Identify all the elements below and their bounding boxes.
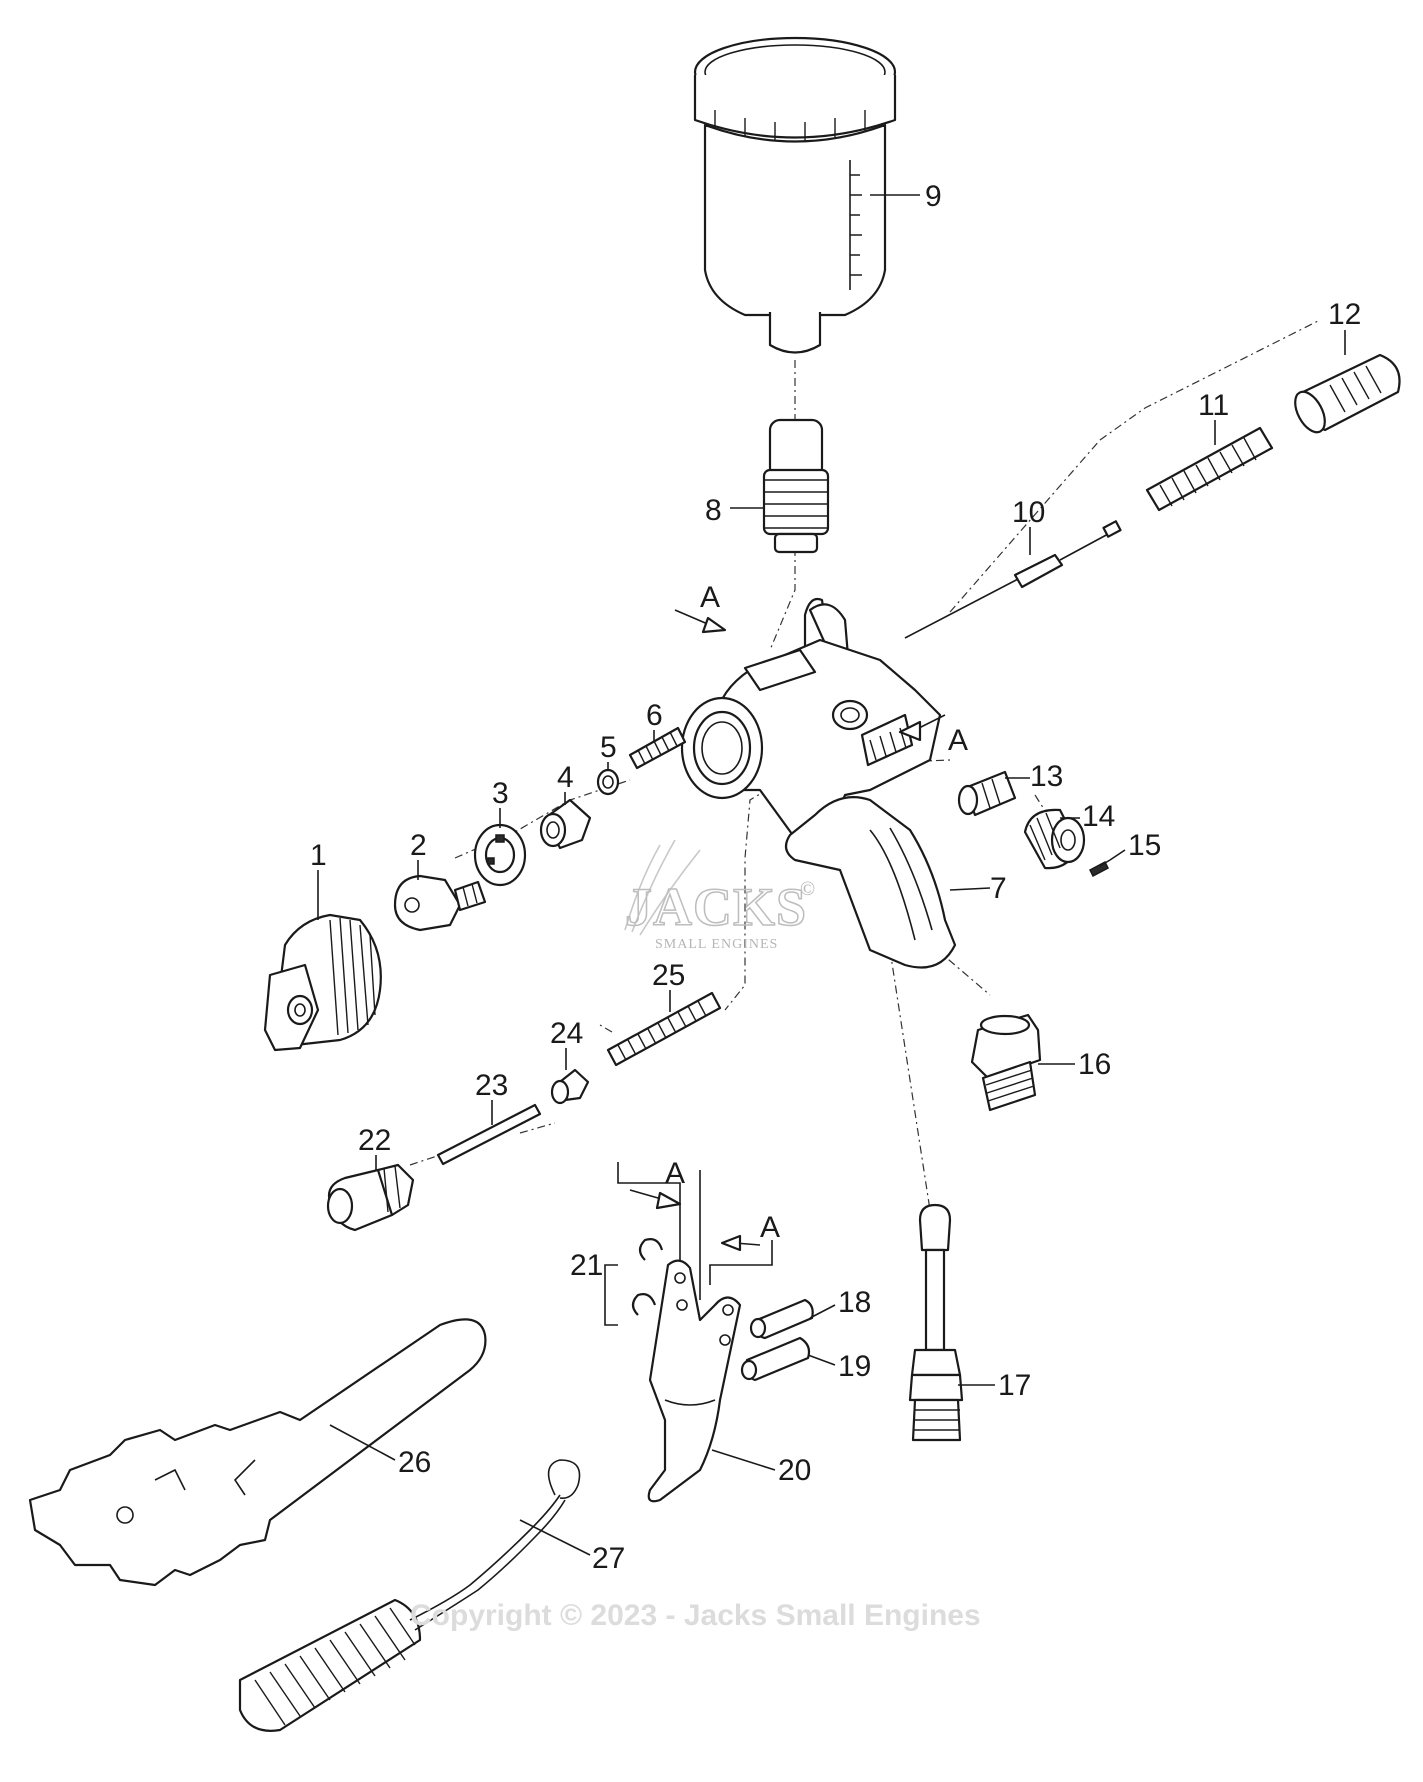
label-5: 5 <box>600 731 617 764</box>
spring <box>628 726 687 770</box>
watermark-logo: JACKS SMALL ENGINES © <box>624 839 816 952</box>
label-2: 2 <box>410 829 427 862</box>
air-inlet-nipple <box>970 1013 1042 1112</box>
tube-adapter <box>908 1203 964 1442</box>
watermark-logo-text: JACKS <box>625 877 807 937</box>
trigger-pin-19 <box>740 1336 811 1382</box>
watermark-logo-subtext: SMALL ENGINES <box>655 937 778 952</box>
gun-body <box>680 597 957 969</box>
trigger-pin-18 <box>749 1298 814 1340</box>
label-3: 3 <box>492 777 509 810</box>
label-10: 10 <box>1012 496 1045 529</box>
air-cap <box>263 913 382 1052</box>
nozzle-insert <box>539 798 592 850</box>
label-8: 8 <box>705 494 722 527</box>
air-valve <box>957 770 1017 817</box>
label-11: 11 <box>1198 389 1229 422</box>
view-marker-a-right: A <box>948 724 968 757</box>
label-16: 16 <box>1078 1048 1111 1081</box>
view-marker-a-trigger-right: A <box>760 1211 780 1244</box>
paint-cup <box>693 36 897 354</box>
screw <box>1089 859 1111 878</box>
label-21: 21 <box>570 1249 603 1282</box>
spring-25 <box>606 991 722 1067</box>
label-20: 20 <box>778 1454 811 1487</box>
view-marker-labels: A A A A <box>665 581 968 1244</box>
valve-housing <box>326 1163 415 1232</box>
label-13: 13 <box>1030 760 1063 793</box>
label-17: 17 <box>998 1369 1031 1402</box>
valve-head <box>550 1068 590 1105</box>
needle-adjuster-knob <box>1294 353 1401 434</box>
fluid-nozzle <box>393 874 487 932</box>
baffle-ring <box>473 823 527 887</box>
view-marker-a-trigger-left: A <box>665 1157 685 1190</box>
label-14: 14 <box>1082 800 1115 833</box>
wrench <box>28 1318 487 1587</box>
label-25: 25 <box>652 959 685 992</box>
label-12: 12 <box>1328 298 1361 331</box>
label-19: 19 <box>838 1350 871 1383</box>
label-15: 15 <box>1128 829 1161 862</box>
valve-stem <box>436 1103 542 1166</box>
label-27: 27 <box>592 1542 625 1575</box>
label-1: 1 <box>310 839 327 872</box>
label-18: 18 <box>838 1286 871 1319</box>
part-labels: 9 8 10 11 12 13 14 15 7 16 17 18 19 20 2… <box>310 180 1361 1575</box>
air-adjuster-knob <box>1023 808 1086 870</box>
fluid-needle <box>904 520 1122 639</box>
view-arrows <box>629 609 946 1252</box>
label-7: 7 <box>990 872 1007 905</box>
leader-lines <box>317 194 1346 1556</box>
label-22: 22 <box>358 1124 391 1157</box>
label-6: 6 <box>646 699 663 732</box>
label-4: 4 <box>557 761 574 794</box>
cleaning-brush <box>238 1459 581 1732</box>
trigger <box>647 1259 742 1503</box>
e-clips <box>604 1238 664 1326</box>
label-26: 26 <box>398 1446 431 1479</box>
needle-spring <box>1145 426 1274 512</box>
view-marker-a-top: A <box>700 581 720 614</box>
watermark-copyright-symbol: © <box>800 878 816 900</box>
label-24: 24 <box>550 1017 583 1050</box>
watermark-copyright: Copyright © 2023 - Jacks Small Engines <box>410 1599 981 1632</box>
label-23: 23 <box>475 1069 508 1102</box>
seal <box>596 768 620 796</box>
inlet-nipple <box>762 418 830 554</box>
label-9: 9 <box>925 180 942 213</box>
